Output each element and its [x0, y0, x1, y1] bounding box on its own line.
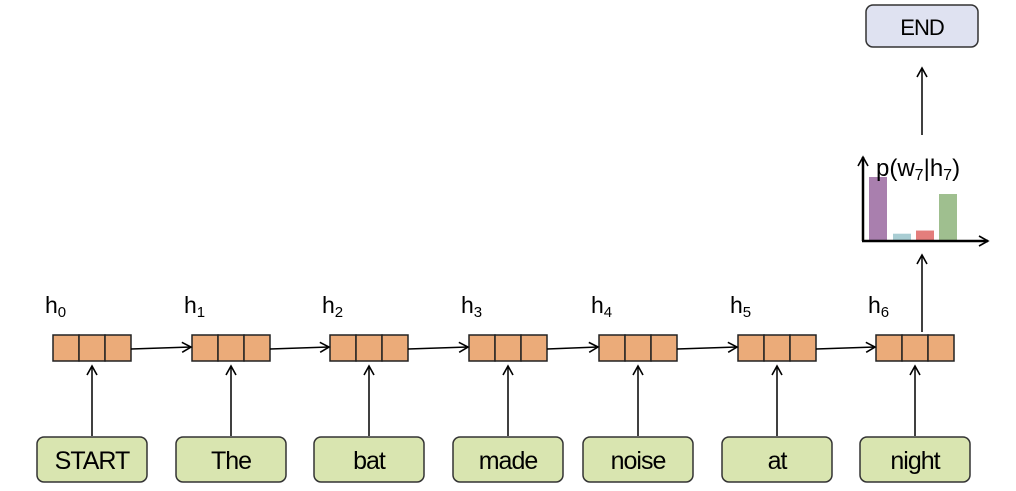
- timestep-5: at h5: [721, 292, 833, 483]
- hidden-cell: [737, 334, 765, 362]
- timestep-1: The h1: [175, 292, 287, 483]
- recurrent-arrow: [269, 341, 331, 353]
- hidden-state-vector: [52, 334, 132, 362]
- distribution-bar: [916, 230, 934, 240]
- hidden-state-vector: [468, 334, 548, 362]
- word-label: noise: [611, 447, 666, 475]
- hidden-cell: [789, 334, 817, 362]
- word-label: at: [768, 447, 788, 475]
- hidden-cell: [104, 334, 132, 362]
- timestep-2: bat h2: [313, 292, 425, 483]
- timestep-0: START h0: [36, 292, 148, 483]
- end-token: END: [865, 4, 979, 48]
- hidden-state-label: h0: [45, 292, 66, 321]
- hidden-cell: [520, 334, 548, 362]
- hidden-cell: [468, 334, 496, 362]
- hidden-cell: [52, 334, 80, 362]
- output-distribution-chart: p(w7|h7): [857, 155, 990, 247]
- word-label: bat: [353, 447, 386, 475]
- word-box: noise: [582, 436, 694, 483]
- word-box-bg: [859, 436, 971, 483]
- hidden-cell: [494, 334, 522, 362]
- hidden-cell: [927, 334, 955, 362]
- hidden-cell: [78, 334, 106, 362]
- hidden-cell: [624, 334, 652, 362]
- recurrent-arrow: [407, 341, 470, 353]
- hidden-state-label: h5: [730, 292, 751, 321]
- end-token-label: END: [900, 15, 944, 40]
- hidden-state-vector: [191, 334, 271, 362]
- hidden-state-label: h1: [184, 292, 205, 321]
- hidden-state-label: h3: [461, 292, 482, 321]
- hidden-cell: [650, 334, 678, 362]
- recurrent-arrow: [815, 341, 877, 353]
- hidden-cell: [381, 334, 409, 362]
- word-box: The: [175, 436, 287, 483]
- hidden-state-vector: [598, 334, 678, 362]
- hidden-cell: [243, 334, 271, 362]
- hidden-state-vector: [737, 334, 817, 362]
- word-box: START: [36, 436, 148, 483]
- timestep-6: night h6: [859, 292, 971, 483]
- word-label: START: [55, 447, 130, 475]
- word-box-bg: [36, 436, 148, 483]
- timestep-4: noise h4: [582, 292, 694, 483]
- word-box-bg: [452, 436, 564, 483]
- timestep-3: made h3: [452, 292, 564, 483]
- word-box-bg: [721, 436, 833, 483]
- word-box-bg: [175, 436, 287, 483]
- word-label: made: [479, 447, 538, 475]
- hidden-state-label: h2: [322, 292, 343, 321]
- word-box: at: [721, 436, 833, 483]
- distribution-label: p(w7|h7): [876, 155, 960, 184]
- word-box-bg: [313, 436, 425, 483]
- recurrent-arrow: [130, 341, 193, 353]
- hidden-cell: [763, 334, 791, 362]
- recurrent-arrow: [676, 341, 739, 353]
- hidden-cell: [217, 334, 245, 362]
- distribution-bar: [869, 177, 887, 240]
- word-label: night: [890, 447, 940, 475]
- hidden-cell: [875, 334, 903, 362]
- hidden-state-label: h4: [591, 292, 612, 321]
- word-box: night: [859, 436, 971, 483]
- hidden-state-vector: [329, 334, 409, 362]
- hidden-cell: [598, 334, 626, 362]
- hidden-cell: [901, 334, 929, 362]
- hidden-state-label: h6: [868, 292, 889, 321]
- hidden-cell: [355, 334, 383, 362]
- distribution-bar: [893, 233, 911, 240]
- distribution-bars: [869, 177, 957, 240]
- hidden-state-vector: [875, 334, 955, 362]
- recurrent-arrow: [546, 341, 600, 354]
- word-box-bg: [582, 436, 694, 483]
- hidden-cell: [191, 334, 219, 362]
- word-label: The: [211, 447, 251, 475]
- hidden-cell: [329, 334, 357, 362]
- word-box: made: [452, 436, 564, 483]
- distribution-bar: [939, 194, 957, 240]
- word-box: bat: [313, 436, 425, 483]
- recurrent-arrows: [130, 341, 877, 354]
